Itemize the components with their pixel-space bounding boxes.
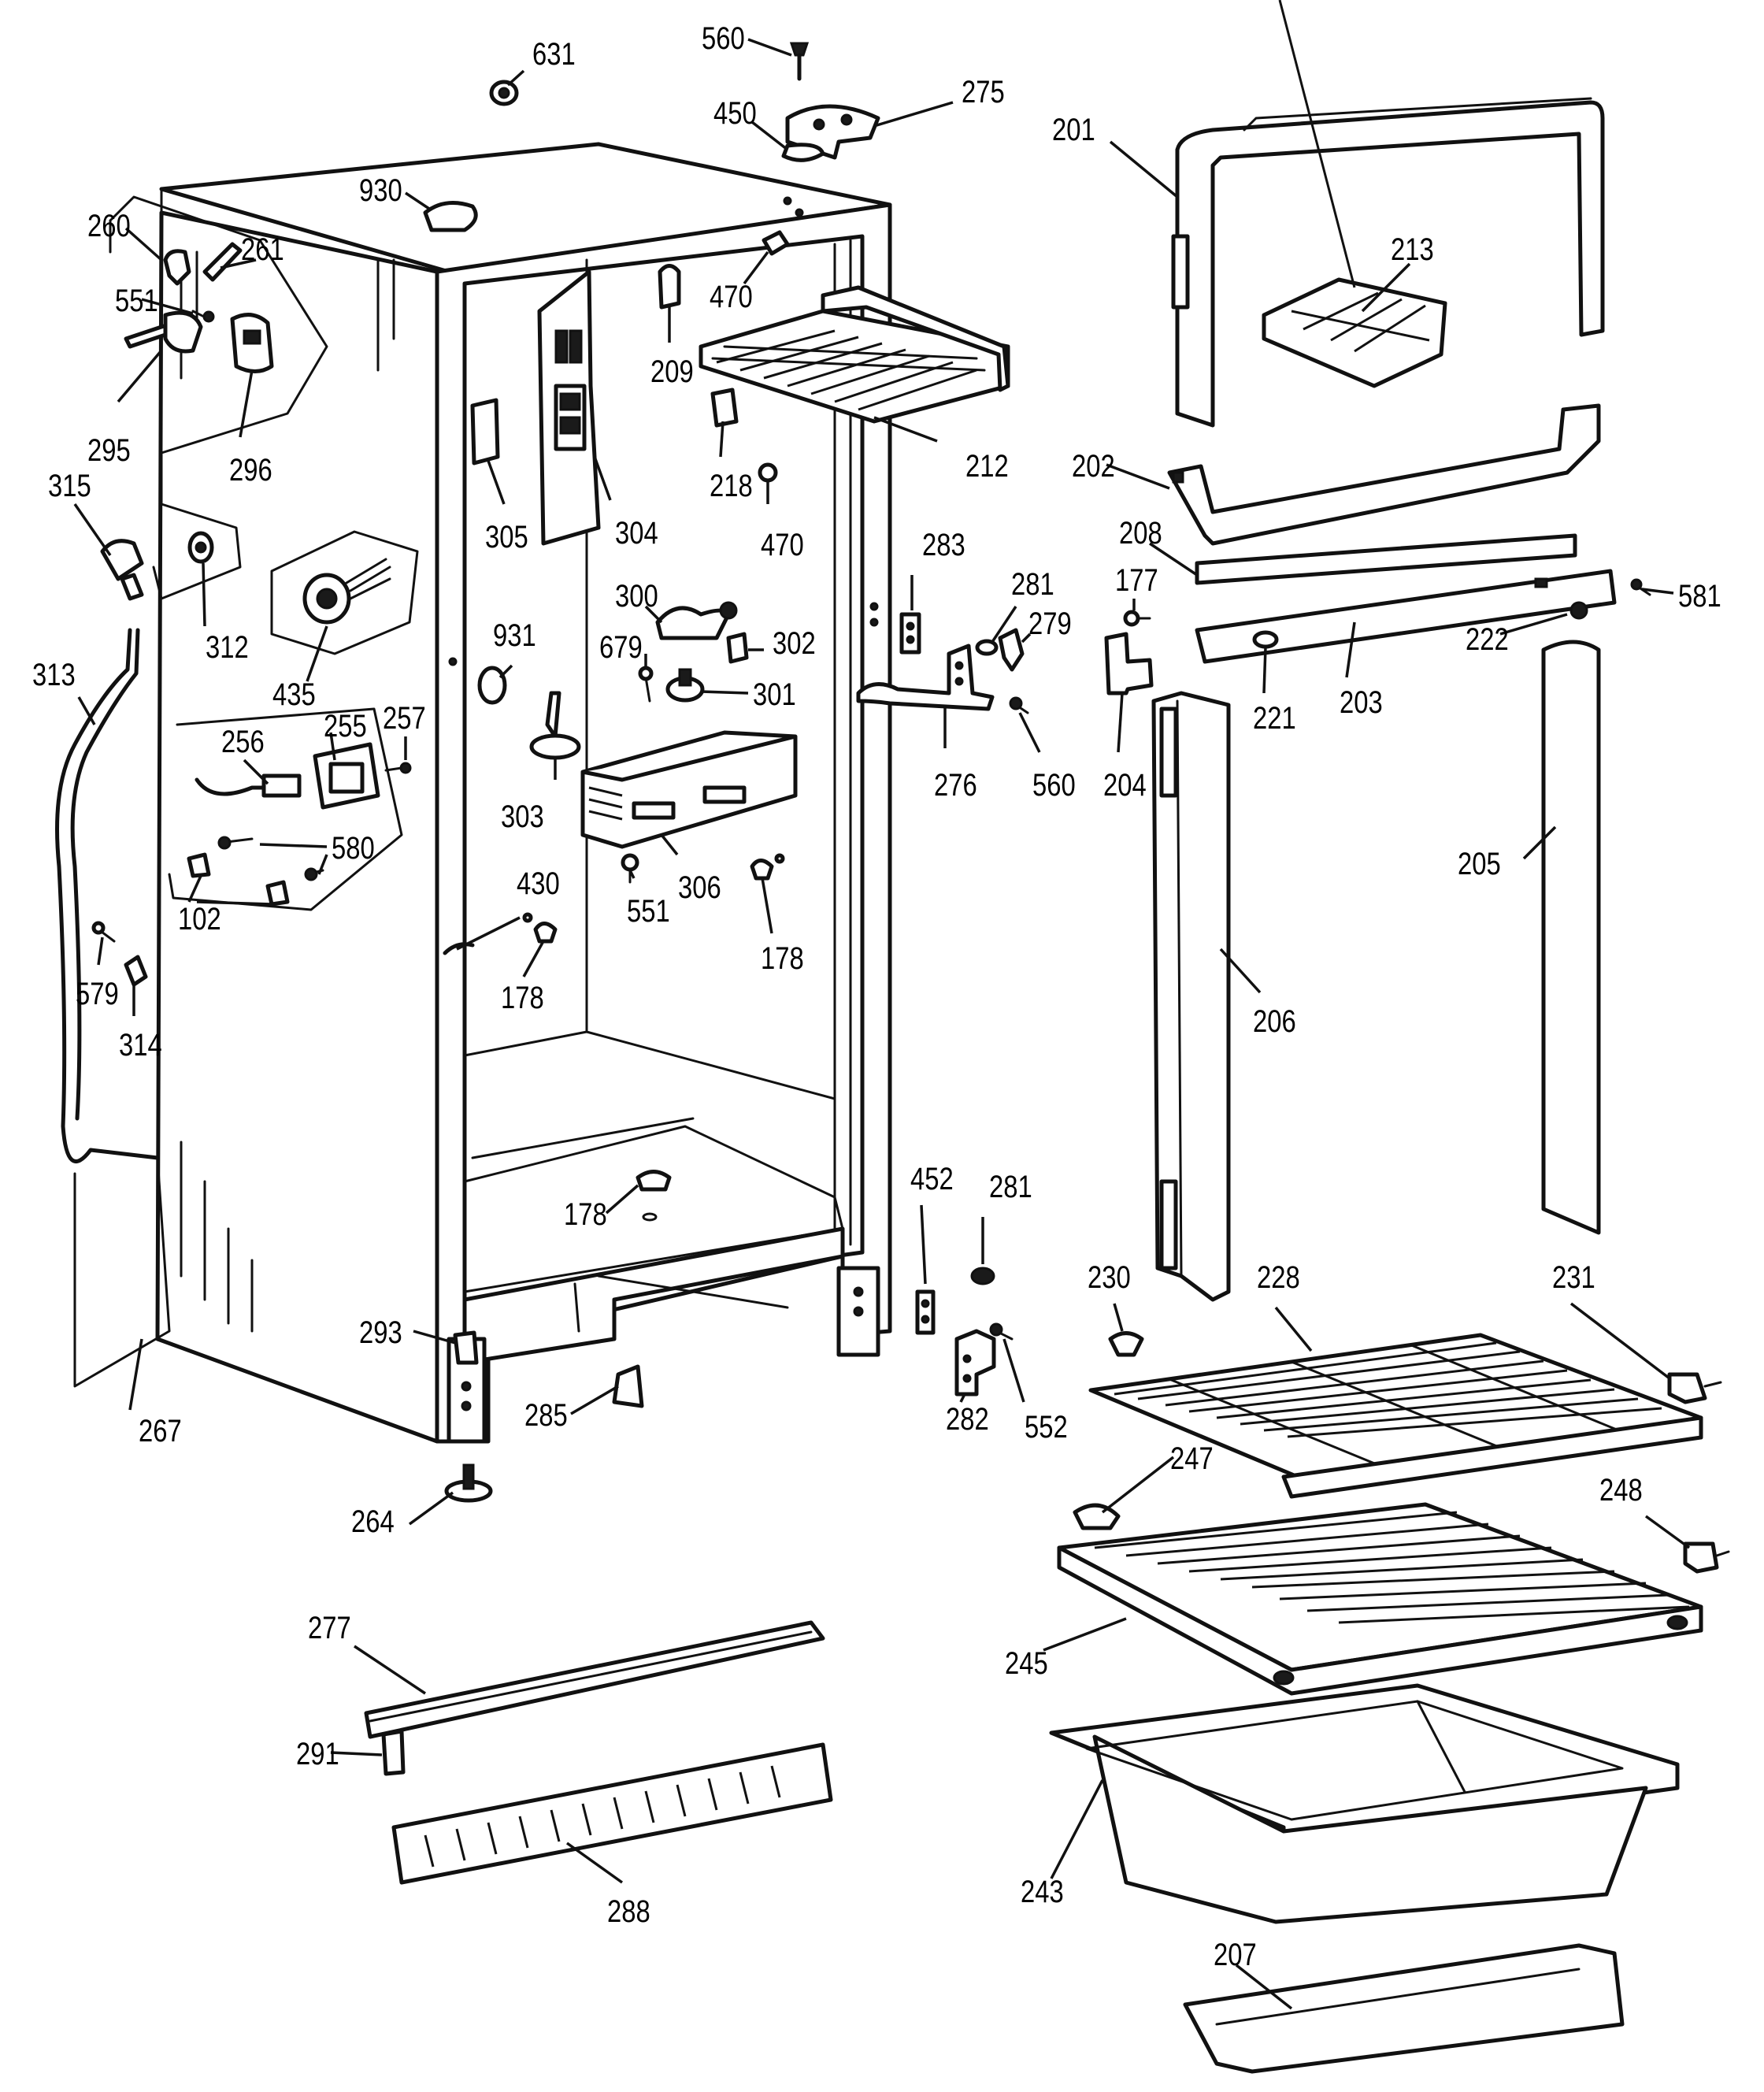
callout-285: 285	[524, 1397, 568, 1433]
callout-450: 450	[713, 95, 757, 131]
callout-256: 256	[221, 724, 265, 759]
callout-282: 282	[946, 1401, 989, 1437]
callout-288: 288	[607, 1894, 650, 1929]
callout-314: 314	[119, 1027, 162, 1063]
callout-264: 264	[351, 1504, 395, 1539]
callout-931: 931	[493, 618, 536, 653]
callout-281-bottom: 281	[989, 1169, 1032, 1204]
callout-248: 248	[1599, 1472, 1643, 1508]
callout-435: 435	[272, 677, 316, 712]
callout-231: 231	[1552, 1259, 1595, 1295]
callout-213: 213	[1391, 232, 1434, 267]
callout-221: 221	[1253, 700, 1296, 736]
callout-labels: 631 560 275 450 201 930 260 261 470 213 …	[32, 20, 1721, 1972]
callout-218: 218	[710, 468, 753, 503]
callout-303: 303	[501, 799, 544, 834]
callout-295: 295	[87, 432, 131, 468]
callout-243: 243	[1021, 1874, 1064, 1909]
callout-293: 293	[359, 1315, 402, 1350]
plug-930	[423, 201, 478, 232]
callout-208: 208	[1119, 515, 1162, 551]
callout-178-bottom: 178	[564, 1196, 607, 1232]
callout-315: 315	[48, 468, 91, 503]
callout-203: 203	[1340, 684, 1383, 720]
callout-275: 275	[962, 74, 1005, 109]
callout-551-mid: 551	[627, 893, 670, 929]
callout-267: 267	[139, 1413, 182, 1448]
callout-261: 261	[241, 232, 284, 267]
callout-257: 257	[383, 700, 426, 736]
callout-222: 222	[1466, 621, 1509, 657]
callout-177: 177	[1115, 562, 1158, 598]
callout-178-left: 178	[501, 980, 544, 1015]
callout-470-top: 470	[710, 279, 753, 314]
door-and-shelves	[364, 0, 1730, 2074]
callout-204: 204	[1103, 767, 1147, 803]
callout-305: 305	[485, 519, 528, 555]
callout-202: 202	[1072, 448, 1115, 484]
callout-277: 277	[308, 1610, 351, 1645]
leader-lines	[73, 38, 1691, 2010]
callout-209: 209	[650, 354, 694, 389]
callout-245: 245	[1005, 1645, 1048, 1681]
callout-304: 304	[615, 515, 658, 551]
callout-306: 306	[678, 870, 721, 905]
callout-551-left: 551	[115, 283, 158, 318]
callout-452: 452	[910, 1161, 954, 1196]
callout-291: 291	[296, 1736, 339, 1771]
callout-930: 930	[359, 172, 402, 208]
callout-430: 430	[517, 866, 560, 901]
callout-312: 312	[206, 629, 249, 665]
callout-581: 581	[1678, 578, 1721, 614]
callout-560-mid: 560	[1032, 767, 1076, 803]
callout-470-mid: 470	[761, 527, 804, 562]
callout-552: 552	[1025, 1409, 1068, 1445]
hinge-parts	[781, 42, 1154, 1397]
callout-260: 260	[87, 208, 131, 243]
callout-579: 579	[76, 976, 119, 1011]
callout-296: 296	[229, 452, 272, 488]
callout-283: 283	[922, 527, 965, 562]
callout-255: 255	[324, 708, 367, 744]
callout-560-top: 560	[702, 20, 745, 56]
callout-276: 276	[934, 767, 977, 803]
callout-313: 313	[32, 657, 76, 692]
callout-302: 302	[773, 625, 816, 661]
callout-631: 631	[532, 36, 576, 72]
callout-580: 580	[332, 830, 375, 866]
callout-206: 206	[1253, 1003, 1296, 1039]
callout-301: 301	[753, 677, 796, 712]
callout-228: 228	[1257, 1259, 1300, 1295]
callout-279: 279	[1028, 606, 1072, 641]
callout-207: 207	[1214, 1937, 1257, 1972]
callout-178-right: 178	[761, 940, 804, 976]
callout-102: 102	[178, 901, 221, 937]
callout-230: 230	[1088, 1259, 1131, 1295]
callout-201: 201	[1052, 112, 1095, 147]
callout-281-top: 281	[1011, 566, 1054, 602]
callout-679: 679	[599, 629, 643, 665]
interior-parts	[423, 201, 1010, 1408]
callout-205: 205	[1458, 846, 1501, 881]
callout-212: 212	[965, 448, 1009, 484]
callout-300: 300	[615, 578, 658, 614]
callout-247: 247	[1170, 1441, 1214, 1476]
